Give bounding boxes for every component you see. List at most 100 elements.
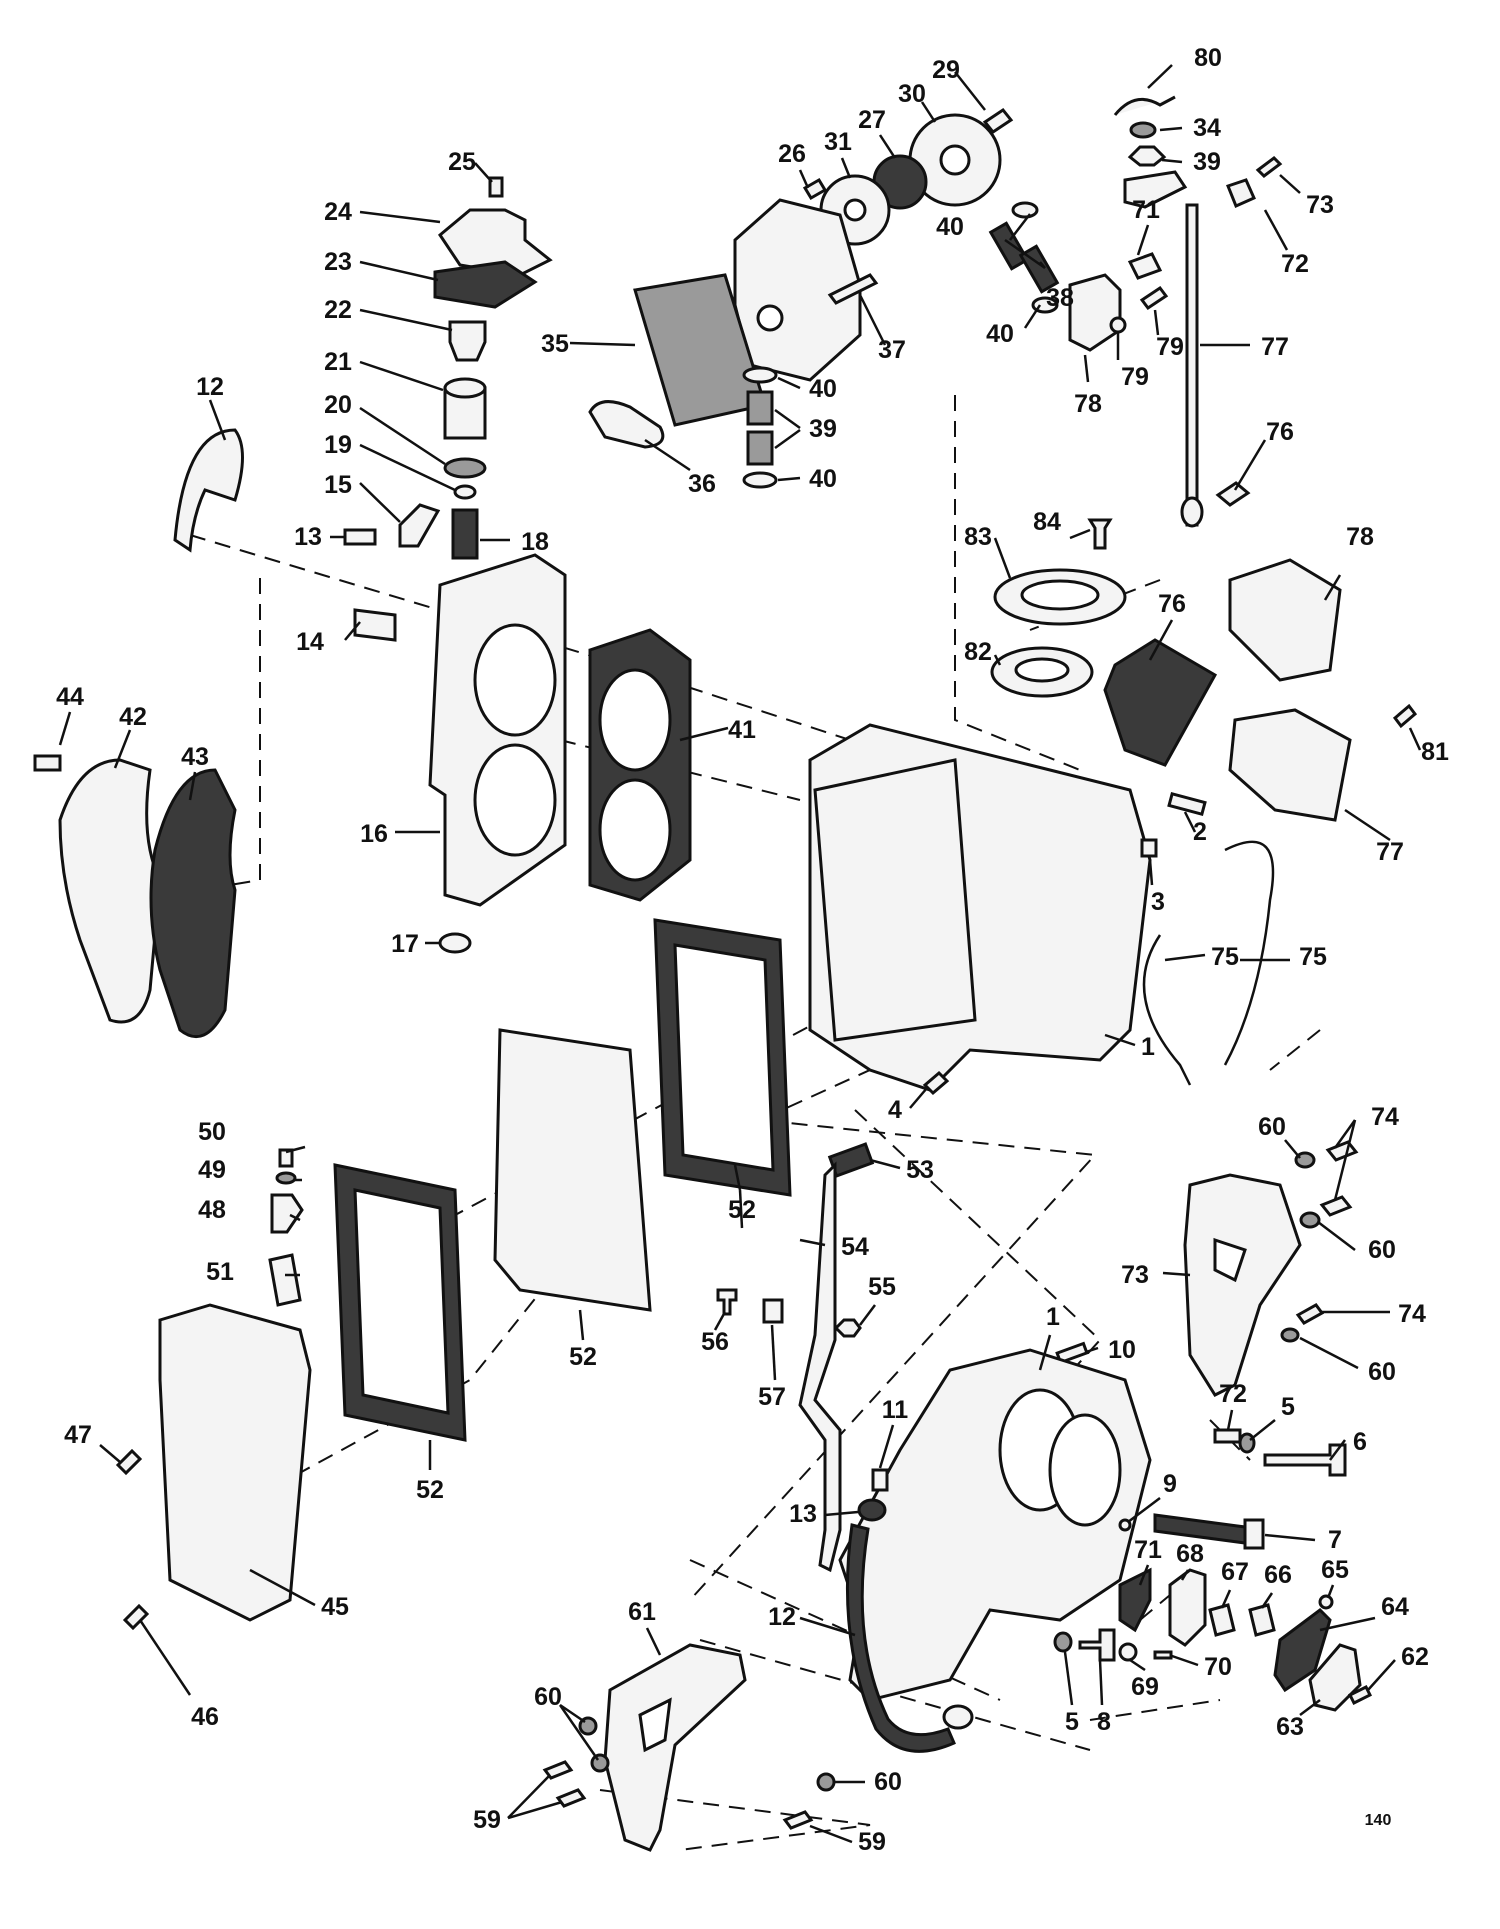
- callout-29: 27: [858, 106, 886, 134]
- callout-8: 8: [1097, 1708, 1111, 1736]
- callout-60-a: 60: [1258, 1113, 1286, 1141]
- callout-37: 38: [1046, 284, 1074, 312]
- callout-73: 73: [1121, 1261, 1149, 1289]
- callout-40-c: 40: [986, 320, 1014, 348]
- part-39-hose-upper: [746, 390, 774, 426]
- callout-21: 19: [324, 431, 352, 459]
- callout-68: 68: [1176, 1540, 1204, 1568]
- part-48-clip: [270, 1193, 304, 1234]
- callout-40-d: 40: [809, 465, 837, 493]
- part-32-hole: [843, 198, 867, 222]
- callout-25: 23: [324, 248, 352, 276]
- callout-90: 80: [1194, 44, 1222, 72]
- part-61-cutout: [638, 1697, 672, 1753]
- callout-38: 39: [1193, 148, 1221, 176]
- callout-1-b: 1: [1046, 1303, 1060, 1331]
- part-12-hose-end: [942, 1704, 974, 1730]
- callout-63: 63: [1276, 1713, 1304, 1741]
- part-9-ball: [1118, 1518, 1132, 1532]
- part-53-exhaust-plate: [493, 1028, 652, 1312]
- part-31-hub: [939, 144, 971, 176]
- callout-74-b: 74: [1398, 1300, 1426, 1328]
- part-33-washer: [1129, 121, 1157, 139]
- part-40-clamp-right: [1011, 201, 1039, 219]
- callout-80: 73: [1306, 191, 1334, 219]
- callout-69: 69: [1131, 1673, 1159, 1701]
- callout-39: 39: [809, 415, 837, 443]
- callout-67: 67: [1221, 1558, 1249, 1586]
- callout-52-b: 52: [416, 1476, 444, 1504]
- callout-labels: 80 34 39 73 71 72 38 40 78 79 79 77 76 2…: [56, 44, 1449, 1856]
- part-51-clip: [268, 1253, 302, 1307]
- callout-10: 10: [1108, 1336, 1136, 1364]
- callout-76: 76: [1158, 590, 1186, 618]
- callout-5-a: 5: [1281, 1393, 1295, 1421]
- callout-24: 22: [324, 296, 352, 324]
- callout-55: 54: [841, 1233, 869, 1261]
- part-1-crankcase-panel: [813, 758, 977, 1042]
- callout-60-e: 60: [874, 1768, 902, 1796]
- callout-86: 77: [1261, 333, 1289, 361]
- part-44-screw: [33, 754, 62, 772]
- part-80-screw: [1255, 156, 1283, 178]
- callout-65: 65: [1321, 1556, 1349, 1584]
- part-60-washer-c: [1280, 1327, 1300, 1343]
- part-25-gasket: [433, 260, 538, 309]
- callout-49: 49: [198, 1156, 226, 1184]
- part-7-bolt-head: [1243, 1518, 1265, 1550]
- part-77-reed-cover: [1228, 708, 1352, 822]
- part-2-pin: [1167, 791, 1207, 817]
- part-21-washer: [453, 484, 477, 500]
- part-76-gasket: [1103, 638, 1218, 767]
- part-8-bolt: [1078, 1628, 1116, 1662]
- callout-34: 35: [541, 330, 569, 358]
- part-37-spring-a: [988, 221, 1030, 271]
- callout-48: 48: [198, 1196, 226, 1224]
- part-78-reed-cover: [1228, 558, 1342, 682]
- callout-50: 50: [198, 1118, 226, 1146]
- part-19-plug: [438, 932, 472, 954]
- part-13-grommet: [857, 1498, 887, 1522]
- callout-45: 45: [321, 1593, 349, 1621]
- callout-44: 44: [56, 683, 84, 711]
- part-55-link: [798, 1161, 842, 1573]
- part-59-screw-b: [555, 1788, 587, 1808]
- part-15-screw: [343, 528, 377, 546]
- part-23-cup-top: [443, 377, 487, 399]
- leader-lines: [58, 64, 1422, 1844]
- part-12-hose: [845, 1523, 956, 1753]
- callout-66: 66: [1264, 1561, 1292, 1589]
- part-74-screw-a: [1325, 1140, 1359, 1162]
- part-88-washer: [1109, 316, 1127, 334]
- part-72-screw: [1213, 1428, 1242, 1444]
- part-89-screw: [1139, 285, 1169, 311]
- part-86-rod: [1185, 203, 1199, 527]
- part-60-washer-a: [1294, 1151, 1316, 1169]
- part-87-bracket: [1068, 273, 1122, 352]
- part-28-screw: [802, 177, 828, 201]
- part-86-rod-eye: [1180, 496, 1204, 528]
- part-40-clamp-upper: [742, 366, 778, 384]
- callout-84: 84: [1033, 508, 1061, 536]
- figure-number: 140: [1365, 1812, 1392, 1829]
- part-22-seal: [443, 457, 487, 479]
- part-73-motor-mount: [1183, 1173, 1302, 1397]
- part-41-bore-lower: [598, 778, 672, 882]
- callout-32: 31: [824, 128, 852, 156]
- callout-16: 14: [296, 628, 324, 656]
- callout-27: 25: [448, 148, 476, 176]
- part-36-screw: [827, 273, 879, 305]
- part-3-pin: [1140, 838, 1158, 858]
- callout-22: 20: [324, 391, 352, 419]
- part-5-washer-upper: [1238, 1432, 1256, 1454]
- part-27-screw: [488, 176, 504, 198]
- callout-71: 71: [1134, 1536, 1162, 1564]
- callout-17: 15: [324, 471, 352, 499]
- callout-2: 2: [1193, 818, 1207, 846]
- callout-64: 64: [1381, 1593, 1409, 1621]
- callout-13: 13: [789, 1500, 817, 1528]
- callout-58: 57: [758, 1383, 786, 1411]
- part-16-sensor: [353, 608, 397, 642]
- part-52-gasket-upper-opening: [673, 943, 775, 1172]
- part-38-nut: [1127, 145, 1167, 167]
